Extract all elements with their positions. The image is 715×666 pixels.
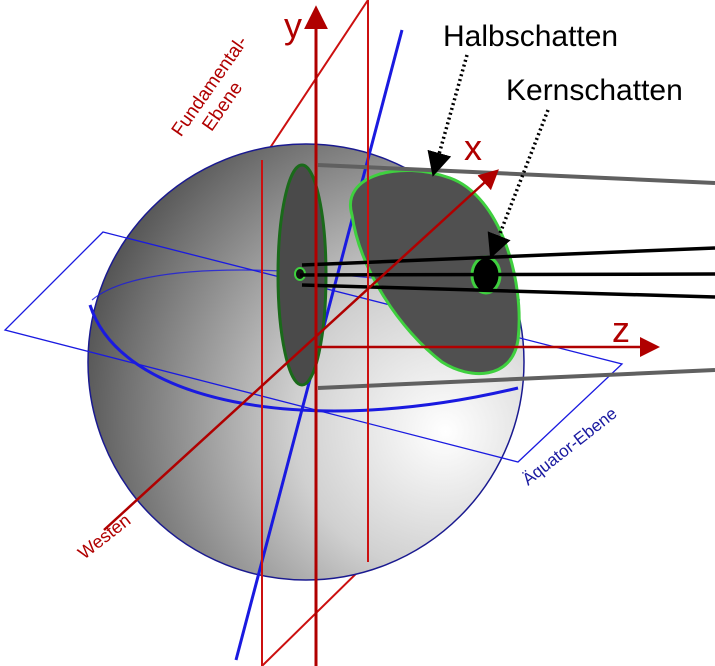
fundamental-plane-front-edges bbox=[261, 0, 369, 666]
halbschatten-pointer bbox=[427, 54, 469, 177]
halbschatten-label: Halbschatten bbox=[443, 20, 618, 53]
westen-label: Westen bbox=[74, 510, 134, 563]
equator-front-arc bbox=[88, 304, 519, 413]
x-axis bbox=[103, 169, 499, 531]
z-axis-label: z bbox=[612, 309, 630, 350]
y-axis-label: y bbox=[284, 5, 302, 46]
kernschatten-label: Kernschatten bbox=[506, 74, 683, 107]
fundamental-plane-label: Fundamental- Ebene bbox=[168, 32, 252, 140]
kernschatten-pointer bbox=[487, 109, 550, 259]
westen-label-group: Westen bbox=[74, 510, 134, 563]
x-axis-label: x bbox=[464, 127, 482, 168]
